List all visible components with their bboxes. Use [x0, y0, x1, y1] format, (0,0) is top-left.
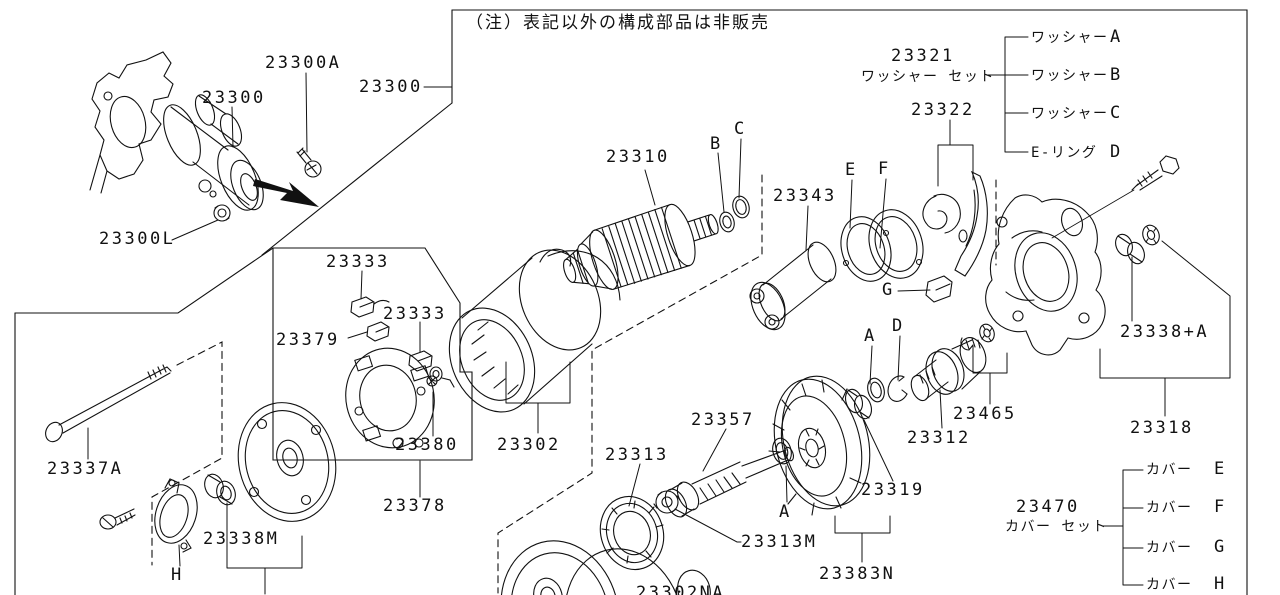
cover-e-drawing [833, 210, 899, 288]
part-label-23380: 23380 [395, 435, 459, 455]
cover-item-name: カバー [1146, 500, 1193, 516]
washer-a1-drawing [865, 376, 887, 403]
callout-letter-a2: A [779, 502, 792, 522]
nut-drawing [654, 491, 680, 513]
part-label-23313: 23313 [605, 445, 669, 465]
cover-item-key: H [1214, 574, 1227, 594]
part-label-23313m: 23313M [741, 532, 818, 552]
part-label-23337a: 23337A [47, 459, 124, 479]
part-label-23300-box: 23300 [359, 77, 423, 97]
cover-item-key: F [1214, 497, 1227, 517]
washer-item-key: C [1110, 103, 1123, 123]
callout-letter-a1: A [864, 326, 877, 346]
part-label-23310: 23310 [606, 147, 670, 167]
washer-item-name: ワッシャー [1031, 106, 1109, 122]
front-housing-drawing [986, 156, 1179, 355]
washer-item-key: D [1110, 142, 1123, 162]
part-label-23321: 23321 [891, 46, 955, 66]
part-label-23333-2: 23333 [383, 304, 447, 324]
cover-item-key: G [1214, 537, 1227, 557]
cover-h-drawing [148, 479, 205, 552]
brush-3-drawing [367, 322, 389, 341]
bearing-drawing [591, 488, 673, 578]
part-label-23338-plus-a: 23338+A [1120, 322, 1210, 342]
part-label-23470: 23470 [1016, 497, 1080, 517]
solenoid-drawing [744, 238, 841, 335]
part-label-23312: 23312 [907, 428, 971, 448]
washer-item-key: A [1110, 27, 1123, 47]
through-bolt-drawing [43, 365, 171, 444]
callout-letter-e: E [845, 160, 858, 180]
e-ring-d-drawing [888, 376, 907, 401]
drive-assembly-partial-drawing [485, 527, 714, 595]
part-label-23383n: 23383N [819, 564, 896, 584]
washer-item-name: ワッシャー [1031, 68, 1109, 84]
part-label-23333-1: 23333 [326, 252, 390, 272]
washer-c-drawing [730, 194, 751, 219]
collar-23319-drawing [843, 387, 875, 421]
yoke-drawing [433, 237, 620, 426]
brush-2-drawing [409, 351, 454, 387]
mount-bracket-drawing [90, 52, 173, 193]
rear-cover-drawing [226, 392, 348, 532]
enclosure-box [15, 10, 1247, 595]
part-label-23302: 23302 [497, 435, 561, 455]
washer-item-name: E-リング [1031, 145, 1098, 161]
part-label-23338m: 23338M [203, 529, 280, 549]
cover-item-key: E [1214, 459, 1227, 479]
callout-letter-d: D [892, 316, 905, 336]
note-text: （注）表記以外の構成部品は非販売 [466, 13, 770, 33]
dashed-boundaries [152, 175, 996, 593]
bushing-23338m-drawing [202, 472, 239, 507]
shift-lever-drawing [923, 172, 987, 276]
part-label-23378: 23378 [383, 496, 447, 516]
armature-drawing [555, 193, 727, 303]
callout-letter-b: B [710, 134, 723, 154]
part-label-23300: 23300 [202, 88, 266, 108]
cover-f-drawing [860, 203, 931, 286]
part-label-23465: 23465 [953, 404, 1017, 424]
part-label-23379: 23379 [276, 330, 340, 350]
pinion-shaft-drawing [661, 446, 795, 520]
washer-b-drawing [718, 211, 737, 234]
brush-holder-drawing [337, 340, 444, 456]
part-label-23302na-clipped: 23302NA [636, 585, 726, 595]
washer-set-name: ワッシャー セット [861, 69, 995, 85]
part-label-23357: 23357 [691, 410, 755, 430]
part-label-23322: 23322 [911, 100, 975, 120]
washer-item-name: ワッシャー [1031, 30, 1109, 46]
starter-motor-drawing [156, 92, 321, 221]
part-label-23319: 23319 [861, 480, 925, 500]
leader-lines [88, 37, 1230, 594]
cover-item-name: カバー [1146, 540, 1193, 556]
cover-item-name: カバー [1146, 462, 1193, 478]
part-label-23300l: 23300L [99, 229, 176, 249]
part-label-23343: 23343 [773, 186, 837, 206]
callout-letter-h: H [171, 565, 184, 585]
clutch-pinion-drawing [908, 334, 990, 403]
cover-item-name: カバー [1146, 577, 1193, 593]
part-label-23318: 23318 [1130, 418, 1194, 438]
callout-letter-c: C [734, 119, 747, 139]
washer-item-key: B [1110, 65, 1123, 85]
brush-1-drawing [351, 297, 389, 317]
callout-letter-f: F [878, 159, 891, 179]
screw-drawing [100, 509, 135, 529]
cover-set-name: カバー セット [1005, 519, 1108, 535]
stopper-23465-drawing [961, 322, 997, 350]
cover-g-drawing [926, 276, 952, 302]
part-label-23300a: 23300A [265, 53, 342, 73]
callout-letter-g: G [882, 280, 895, 300]
explode-arrow [253, 179, 319, 207]
